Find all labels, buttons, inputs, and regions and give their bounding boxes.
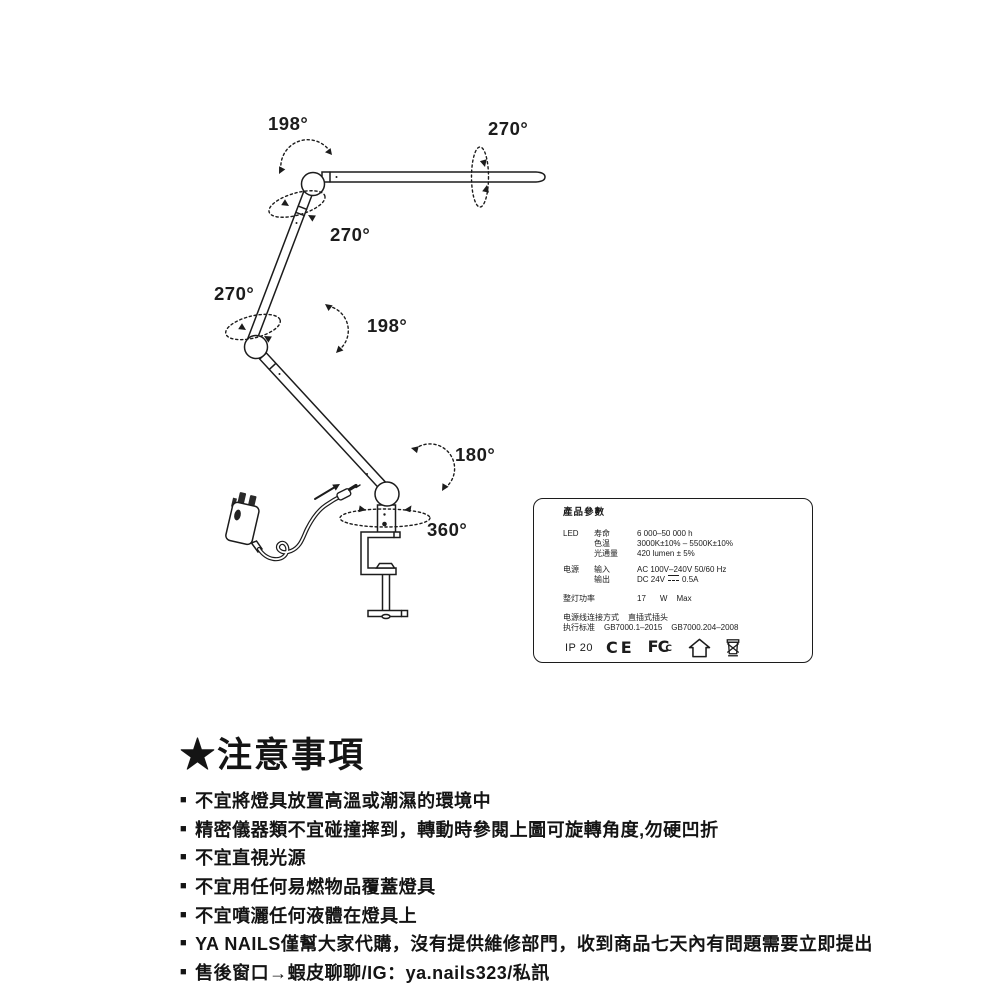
- bullet-square-icon: ■: [180, 880, 188, 893]
- note-item: ■ 不宜將燈具放置高溫或潮濕的環境中: [180, 791, 492, 812]
- angle-label-mid-rotate: 270°: [214, 283, 254, 304]
- bullet-square-icon: ■: [180, 965, 188, 978]
- base-joint-ball: [374, 481, 400, 507]
- bullet-square-icon: ■: [180, 822, 188, 835]
- spec-row-led-flux: 光通量 420 lumen ± 5%: [594, 549, 695, 558]
- dc-symbol-icon: [668, 575, 680, 581]
- ce-mark-icon: CE: [606, 638, 635, 657]
- desk-clamp: [360, 531, 409, 620]
- weee-crossed-bin-icon: [726, 639, 740, 657]
- lamp-head-bar: [321, 171, 546, 183]
- angle-label-base-rotate: 360°: [427, 519, 467, 540]
- spec-power-group: 电源: [563, 565, 579, 574]
- angle-label-base-swing: 180°: [455, 444, 495, 465]
- bullet-square-icon: ■: [180, 908, 188, 921]
- spec-label: 產品參數 LED 寿命 6 000–50 000 h 色温 3000K±10% …: [533, 498, 813, 663]
- bullet-square-icon: ■: [180, 851, 188, 864]
- angle-label-mid-swing: 198°: [367, 315, 407, 336]
- spec-row-wattage: 整灯功率 17 W Max: [563, 594, 692, 603]
- bullet-square-icon: ■: [180, 794, 188, 807]
- power-cable: [256, 493, 345, 562]
- lower-arm: [258, 351, 388, 491]
- note-item: ■ YA NAILS僅幫大家代購，沒有提供維修部門，收到商品七天內有問題需要立即…: [180, 934, 873, 955]
- spec-label-title: 產品參數: [563, 507, 606, 518]
- ip-rating: IP 20: [565, 642, 593, 654]
- note-item: ■ 售後窗口→蝦皮聊聊/IG：ya.nails323/私訊: [180, 962, 550, 983]
- fcc-mark-icon: FCC: [647, 636, 672, 656]
- note-item: ■ 精密儀器類不宜碰撞摔到，轉動時參閱上圖可旋轉角度,勿硬凹折: [180, 819, 719, 840]
- top-joint-ball: [300, 171, 326, 197]
- spec-row-power-in: 电源 输入 AC 100V–240V 50/60 Hz: [563, 565, 727, 574]
- rotation-arrowheads: [238, 148, 489, 513]
- spec-led-group: LED: [563, 529, 579, 538]
- spec-row-connection: 电源线连接方式 直插式插头: [563, 613, 668, 622]
- insert-arrow: [314, 484, 340, 500]
- spec-row-led-cct: 色温 3000K±10% – 5500K±10%: [594, 539, 733, 548]
- indoor-use-house-icon: [688, 638, 711, 658]
- power-adapter: [225, 492, 264, 554]
- bullet-square-icon: ■: [180, 937, 188, 950]
- notes-list: ■ 不宜將燈具放置高溫或潮濕的環境中 ■ 精密儀器類不宜碰撞摔到，轉動時參閱上圖…: [180, 786, 900, 986]
- swing-arc-mid: [327, 305, 349, 351]
- notes-section: ★注意事項 ■ 不宜將燈具放置高溫或潮濕的環境中 ■ 精密儀器類不宜碰撞摔到，轉…: [180, 733, 900, 986]
- dc-plug: [336, 483, 361, 501]
- swing-arc-base: [414, 443, 456, 489]
- note-item: ■ 不宜直視光源: [180, 848, 307, 869]
- rotate-ring-mid-arm: [225, 313, 281, 341]
- spec-row-led-life: LED 寿命 6 000–50 000 h: [563, 529, 693, 538]
- certification-row: IP 20 CE FCC: [565, 638, 804, 658]
- note-item: ■ 不宜用任何易燃物品覆蓋燈具: [180, 877, 436, 898]
- rotate-ring-upper-arm: [268, 190, 326, 218]
- rotate-ring-base: [339, 508, 431, 528]
- notes-title: ★注意事項: [180, 736, 366, 775]
- spec-row-standard: 执行标准 GB7000.1–2015 GB7000.204–2008: [563, 623, 739, 632]
- angle-label-upper-rotate: 270°: [330, 224, 370, 245]
- rotate-ring-head-bar: [470, 146, 490, 208]
- angle-label-head-swing: 198°: [268, 113, 308, 134]
- middle-joint-ball: [243, 334, 269, 360]
- angle-label-head-rotate: 270°: [488, 118, 528, 139]
- swing-arc-top: [280, 139, 330, 171]
- note-item: ■ 不宜噴灑任何液體在燈具上: [180, 905, 418, 926]
